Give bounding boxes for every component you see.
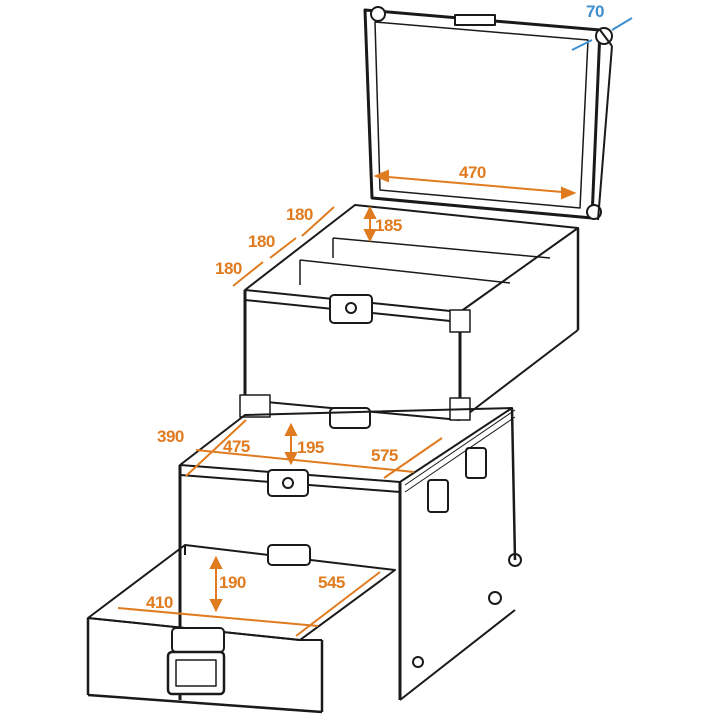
dim-top-compartment-3: 180 (215, 259, 242, 278)
dim-top-compartment-1: 180 (286, 205, 313, 224)
top-compartment (239, 204, 580, 429)
drawer (86, 544, 396, 714)
dim-middle-depth: 390 (157, 427, 184, 446)
dim-top-height: 185 (375, 216, 402, 235)
dimension-lines (117, 169, 577, 637)
dim-drawer-height: 190 (219, 573, 246, 592)
dim-drawer-length: 545 (318, 573, 345, 592)
dim-lid-thickness: 70 (586, 2, 604, 21)
lid (363, 6, 613, 221)
dim-middle-width: 475 (223, 437, 250, 456)
middle-section (178, 407, 522, 701)
dim-top-compartment-2: 180 (248, 232, 275, 251)
dim-lid-width: 470 (459, 163, 486, 182)
lid-thickness-arrows (571, 17, 633, 51)
dim-middle-length: 575 (371, 446, 398, 465)
dim-middle-height: 195 (297, 438, 324, 457)
dim-drawer-width: 410 (146, 593, 173, 612)
